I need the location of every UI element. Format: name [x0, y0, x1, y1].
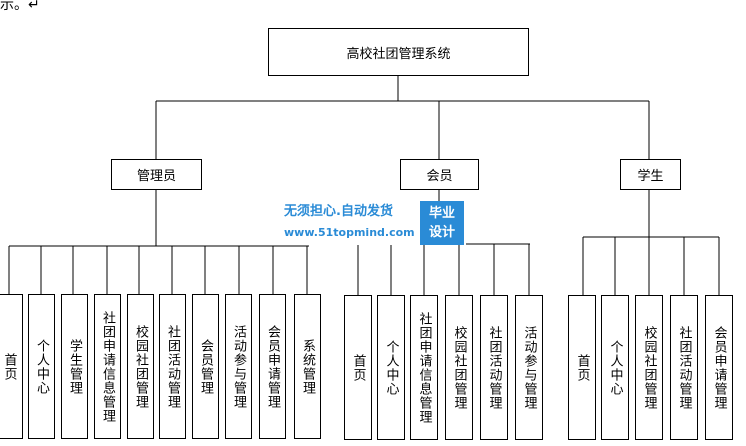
group-node-admin: 管理员 [111, 159, 202, 190]
leaf-node-label: 会员管理 [198, 338, 213, 395]
leaf-node: 社团申请信息管理 [94, 294, 121, 439]
watermark-text-block: 无须担心.自动发货 www.51topmind.com [280, 201, 417, 245]
leaf-node-label: 社团申请信息管理 [100, 310, 115, 423]
leaf-node-label: 会员申请管理 [265, 324, 280, 409]
group-node-label: 会员 [426, 169, 453, 184]
leaf-node-label: 活动参与管理 [521, 325, 537, 410]
root-node-label: 高校社团管理系统 [346, 46, 451, 62]
leaf-node: 校园社团管理 [127, 294, 154, 439]
leaf-node: 校园社团管理 [635, 295, 663, 440]
leaf-node: 活动参与管理 [515, 295, 543, 440]
leaf-node: 系统管理 [294, 294, 321, 439]
leaf-node-label: 社团活动管理 [165, 324, 180, 409]
leaf-node: 首页 [0, 294, 23, 439]
watermark-badge-line2: 设计 [428, 225, 455, 240]
leaf-node-label: 活动参与管理 [231, 324, 246, 409]
leaf-node: 校园社团管理 [445, 295, 473, 440]
watermark: 无须担心.自动发货 www.51topmind.com 毕业 设计 [280, 201, 466, 245]
leaf-node-label: 社团申请信息管理 [416, 311, 432, 424]
leaf-node-label: 社团活动管理 [486, 325, 502, 410]
leaf-node: 个人中心 [601, 295, 629, 440]
leaf-node-label: 首页 [1, 352, 17, 381]
group-node-label: 管理员 [136, 169, 176, 184]
leaf-node: 会员管理 [192, 294, 219, 439]
leaf-node-label: 校园社团管理 [641, 325, 657, 410]
leaf-node: 会员申请管理 [259, 294, 286, 439]
watermark-badge-line1: 毕业 [428, 206, 455, 221]
top-note-text: 示。↵ [0, 0, 40, 13]
leaf-node-label: 校园社团管理 [451, 325, 467, 410]
leaf-node: 社团活动管理 [670, 295, 698, 440]
watermark-slogan: 无须担心.自动发货 [284, 204, 393, 219]
leaf-node-label: 个人中心 [607, 339, 623, 396]
leaf-node: 学生管理 [61, 294, 88, 439]
watermark-badge: 毕业 设计 [420, 201, 464, 245]
leaf-node-label: 个人中心 [34, 338, 49, 395]
watermark-url: www.51topmind.com [284, 226, 415, 239]
leaf-node: 个人中心 [377, 295, 405, 440]
leaf-node-label: 个人中心 [383, 339, 399, 396]
leaf-node: 社团活动管理 [159, 294, 186, 439]
leaf-node-label: 校园社团管理 [133, 324, 148, 409]
leaf-node-label: 会员申请管理 [711, 325, 727, 410]
leaf-node: 首页 [568, 295, 596, 440]
leaf-node: 会员申请管理 [705, 295, 733, 440]
leaf-node-label: 首页 [350, 353, 366, 382]
leaf-node-label: 系统管理 [300, 338, 315, 395]
leaf-node-label: 学生管理 [67, 338, 82, 395]
leaf-node: 个人中心 [28, 294, 55, 439]
leaf-node-label: 社团活动管理 [676, 325, 692, 410]
leaf-node-label: 首页 [574, 353, 590, 382]
root-node: 高校社团管理系统 [268, 28, 529, 76]
group-node-member: 会员 [400, 159, 479, 190]
group-node-label: 学生 [637, 169, 664, 184]
leaf-node: 社团活动管理 [480, 295, 508, 440]
leaf-node: 活动参与管理 [225, 294, 252, 439]
leaf-node: 社团申请信息管理 [410, 295, 438, 440]
group-node-student: 学生 [620, 159, 681, 190]
leaf-node: 首页 [344, 295, 372, 440]
